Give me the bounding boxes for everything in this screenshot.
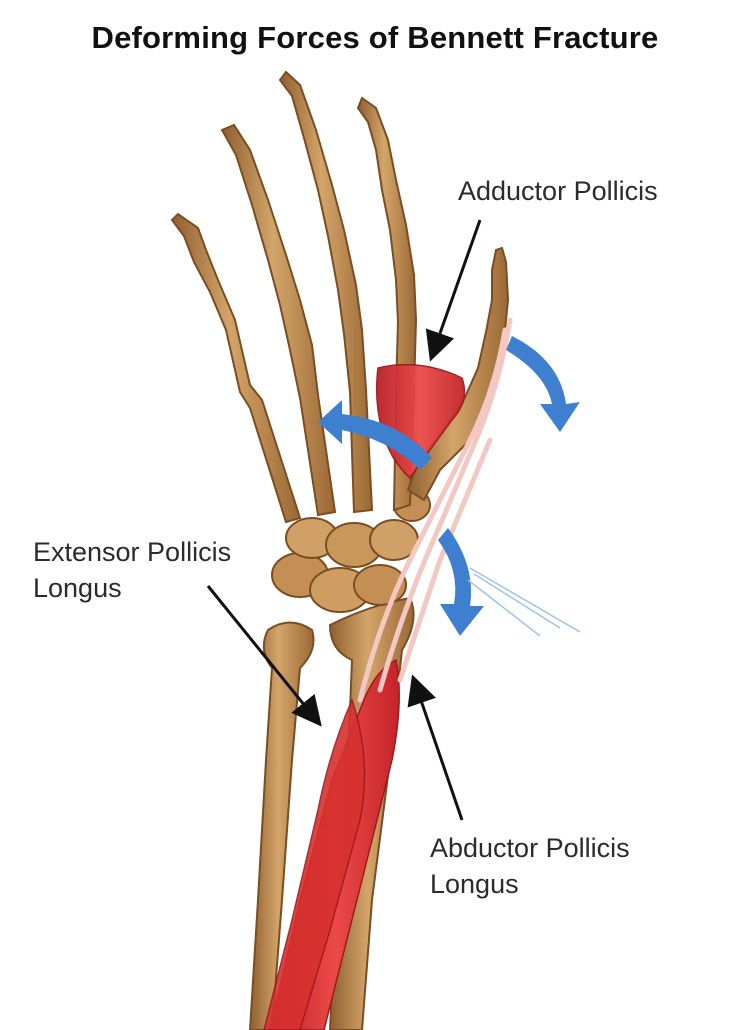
label-extensor-pollicis-longus: Extensor Pollicis Longus [33, 534, 231, 606]
ring-finger [220, 123, 337, 517]
forearm-muscles [263, 658, 400, 1030]
extensor-pollicis-longus-muscle [263, 697, 366, 1030]
label-line: Adductor Pollicis [458, 176, 658, 206]
abduction-arrow [438, 528, 484, 636]
label-line: Longus [430, 869, 519, 899]
finger-bones [170, 70, 510, 524]
label-adductor-pollicis: Adductor Pollicis [458, 173, 658, 209]
diagram-title: Deforming Forces of Bennett Fracture [91, 20, 659, 55]
adductor-pointer [425, 219, 482, 362]
thumb-rotation-arrow [506, 336, 580, 432]
label-line: Longus [33, 573, 122, 603]
force-arrows [318, 336, 580, 636]
nerve-lines [467, 567, 581, 637]
abductor-pointer [407, 674, 464, 821]
tendons [357, 317, 513, 703]
little-finger [170, 212, 302, 524]
extensor-pointer [206, 585, 322, 727]
adduction-arrow [318, 400, 432, 470]
label-line: Extensor Pollicis [33, 537, 232, 567]
middle-finger [278, 70, 374, 514]
label-line: Abductor Pollicis [430, 833, 630, 863]
label-abductor-pollicis-longus: Abductor Pollicis Longus [430, 830, 630, 902]
carpal-bones [271, 488, 431, 613]
